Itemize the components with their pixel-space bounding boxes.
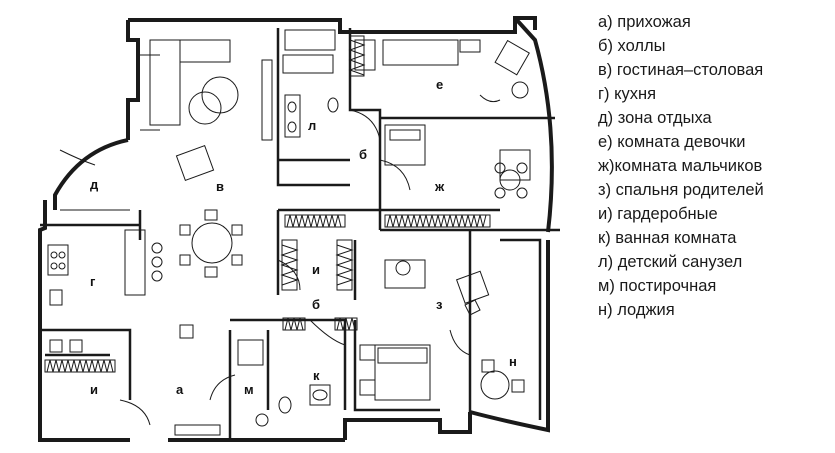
legend-item: г) кухня [598, 85, 657, 103]
room-label-a: а [176, 382, 184, 397]
legend-item: в) гостиная–столовая [598, 61, 764, 79]
room-label-z: з [436, 297, 443, 312]
room-label-b-upper: б [359, 147, 367, 162]
furniture [47, 29, 531, 436]
legend-item: и) гардеробные [598, 205, 718, 223]
legend-item: б) холлы [598, 37, 666, 55]
wardrobe-hatching [44, 35, 491, 373]
room-label-k: к [313, 368, 320, 383]
legend: а) прихожая б) холлы в) гостиная–столова… [598, 10, 764, 322]
legend-item: к) ванная комната [598, 229, 737, 247]
room-label-m: м [244, 382, 254, 397]
room-labels: а б б в г д е ж з и и к л м н [90, 77, 517, 397]
legend-item: з) спальня родителей [598, 181, 764, 199]
legend-item: а) прихожая [598, 13, 691, 31]
outer-walls [38, 16, 554, 442]
room-label-l: л [308, 118, 316, 133]
legend-item: е) комната девочки [598, 133, 746, 151]
doors [119, 109, 471, 426]
legend-item: ж)комната мальчиков [598, 157, 763, 175]
room-label-v: в [216, 179, 224, 194]
room-label-d: д [90, 177, 99, 192]
interior-walls [40, 28, 560, 440]
room-label-e: е [436, 77, 443, 92]
legend-item: н) лоджия [598, 301, 675, 319]
room-label-g: г [90, 274, 96, 289]
room-label-n: н [509, 354, 517, 369]
room-label-b-lower: б [312, 297, 320, 312]
legend-item: л) детский санузел [598, 253, 743, 271]
legend-item: м) постирочная [598, 277, 717, 295]
room-label-i-upper: и [312, 262, 320, 277]
legend-item: д) зона отдыха [598, 109, 712, 127]
room-label-zh: ж [434, 179, 445, 194]
room-label-i-lower: и [90, 382, 98, 397]
